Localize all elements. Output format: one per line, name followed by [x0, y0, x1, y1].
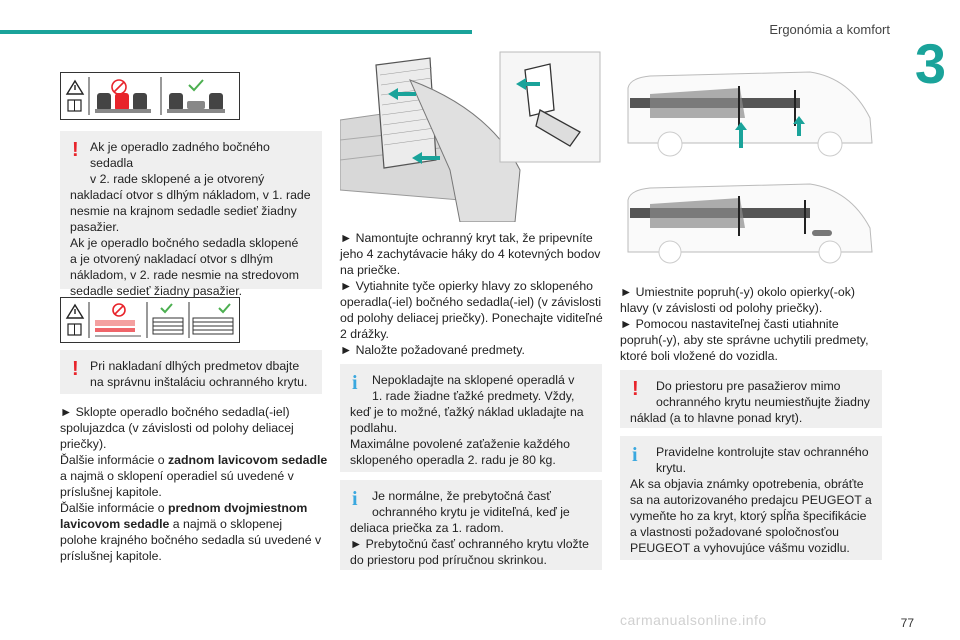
info-text-line: krytu.: [656, 461, 687, 475]
body-line: ► Naložte požadované predmety.: [340, 343, 525, 357]
up-arrow-icon: [735, 116, 805, 148]
info-text-line: ► Prebytočnú časť ochranného krytu vložt…: [350, 537, 589, 551]
body-line: hlavy (v závislosti od polohy priečky).: [620, 301, 823, 315]
load-allowed-icon-1: [152, 303, 184, 335]
info-text-line: Pravidelne kontrolujte stav ochranného: [656, 445, 869, 459]
warning-text-line: nesmie na krajnom sedadle sedieť žiadny: [70, 204, 297, 218]
load-allowed-icon-2: [192, 303, 234, 335]
info-text-line: keď je to možné, ťažký náklad ukladajte …: [350, 405, 584, 419]
info-text-line: vymeňte ho za kryt, ktorý spĺňa špecifik…: [630, 509, 867, 523]
warning-text-line: Ak je operadlo bočného sedadla sklopené: [70, 236, 299, 250]
info-icon: i: [632, 444, 638, 466]
info-text-line: sa na autorizovaného predajcu PEUGEOT a: [630, 493, 872, 507]
body-line: ► Namontujte ochranný kryt tak, že pripe…: [340, 231, 593, 245]
manual-book-icon: [67, 323, 82, 336]
manual-book-icon: [67, 99, 82, 112]
header-accent-bar: [0, 30, 472, 34]
body-line: operadla(-iel) bočného sedadla(-iel) (v …: [340, 295, 602, 309]
caution-triangle-icon: [65, 303, 85, 319]
warning-text-line: Ak je operadlo zadného bočného sedadla: [90, 140, 270, 170]
body-line: polohe krajného bočného sedadla sú uvede…: [60, 533, 322, 547]
attach-arrow-icon: [516, 78, 540, 90]
warning-text-line: v 2. rade sklopené a je otvorený: [90, 172, 265, 186]
warning-text-line: a je otvorený nakladací otvor s dlhým: [70, 252, 274, 266]
info-text-line: 1. rade žiadne ťažké predmety. Vždy,: [372, 389, 575, 403]
warning-box-long-objects: ! Pri nakladaní dlhých predmetov dbajte …: [60, 350, 322, 394]
warning-text-line: nakladací otvor s dlhým nákladom, v 1. r…: [70, 188, 311, 202]
attach-arrow-icon: [388, 88, 440, 164]
body-line: priečky).: [60, 437, 107, 451]
seat-occupancy-pictogram: [60, 72, 240, 120]
info-text-line: podlahu.: [350, 421, 398, 435]
body-line: 2 drážky.: [340, 327, 389, 341]
warning-text-line: Do priestoru pre pasažierov mimo: [656, 379, 841, 393]
warning-icon: !: [632, 378, 639, 400]
body-line: Ďalšie informácie o zadnom lavicovom sed…: [60, 453, 328, 467]
info-box-heavy-objects: i Nepokladajte na sklopené operadlá v 1.…: [340, 364, 602, 472]
info-text-line: sklopeného operadla 2. radu je 80 kg.: [350, 453, 556, 467]
watermark: carmanualsonline.info: [620, 612, 767, 628]
left-body-text: ► Sklopte operadlo bočného sedadla(-iel)…: [60, 404, 330, 564]
info-text-line: ochranného krytu je viditeľná, keď je: [372, 505, 570, 519]
info-box-excess-cover: i Je normálne, že prebytočná časť ochran…: [340, 480, 602, 570]
warning-text-line: Pri nakladaní dlhých predmetov dbajte: [90, 359, 300, 373]
warning-icon: !: [72, 358, 79, 380]
load-forbidden-icon: [95, 303, 141, 337]
vehicle-load-diagram-top: [620, 58, 882, 158]
caution-triangle-icon: [65, 79, 85, 95]
info-text-line: deliaca priečka za 1. radom.: [350, 521, 504, 535]
info-box-cover-condition: i Pravidelne kontrolujte stav ochranného…: [620, 436, 882, 560]
body-line: spolujazdca (v závislosti od polohy deli…: [60, 421, 294, 435]
warning-text-line: na správnu inštaláciu ochranného krytu.: [90, 375, 308, 389]
body-line: príslušnej kapitole.: [60, 485, 162, 499]
body-line: popruh(-y), aby ste správne uchytili pre…: [620, 333, 869, 347]
info-text-line: PEUGEOT a vyhovujúce vášmu vozidlu.: [630, 541, 850, 555]
info-text-line: a vlastnosti požadované spoločnosťou: [630, 525, 840, 539]
info-text-line: Maximálne povolené zaťaženie každého: [350, 437, 570, 451]
body-line: Ďalšie informácie o prednom dvojmiestnom: [60, 501, 308, 515]
body-line: jeho 4 zachytávacie háky do 4 kotevných …: [340, 247, 601, 261]
body-line: príslušnej kapitole.: [60, 549, 162, 563]
body-line: lavicovom sedadle a najmä o sklopenej: [60, 517, 283, 531]
info-icon: i: [352, 372, 358, 394]
warning-box-passenger-area: ! Do priestoru pre pasažierov mimo ochra…: [620, 370, 882, 428]
body-line: ► Pomocou nastaviteľnej časti utiahnite: [620, 317, 839, 331]
long-load-pictogram: [60, 297, 240, 343]
warning-text-line: náklad (a to hlavne ponad kryt).: [630, 411, 803, 425]
body-line: ► Umiestnite popruh(-y) okolo opierky(-o…: [620, 285, 855, 299]
warning-text-line: ochranného krytu neumiestňujte žiadny: [656, 395, 870, 409]
body-line: ktoré boli vložené do vozidla.: [620, 349, 778, 363]
warning-box-seat-occupancy: ! Ak je operadlo zadného bočného sedadla…: [60, 131, 322, 298]
info-text-line: Ak sa objavia známky opotrebenia, obráťt…: [630, 477, 864, 491]
warning-text-line: pasažier.: [70, 220, 120, 234]
warning-text-line: nákladom, v 2. rade nesmie na stredovom: [70, 268, 299, 282]
seat-occupied-forbidden-icon: [95, 79, 151, 113]
warning-text-line: sedadle sedieť žiadny pasažier.: [70, 284, 243, 298]
vehicle-load-diagram-bottom: [620, 172, 882, 264]
page-number: 77: [900, 616, 914, 630]
body-line: ► Vytiahnite tyče opierky hlavy zo sklop…: [340, 279, 594, 293]
right-body-text: ► Umiestnite popruh(-y) okolo opierky(-o…: [620, 284, 885, 364]
warning-icon: !: [72, 139, 79, 161]
chapter-number: 3: [914, 32, 946, 95]
body-line: od polohy deliacej priečky). Ponechajte …: [340, 311, 603, 325]
protective-cover-illustration: [339, 50, 602, 223]
info-text-line: Je normálne, že prebytočná časť: [372, 489, 551, 503]
info-text-line: Nepokladajte na sklopené operadlá v: [372, 373, 575, 387]
info-text-line: do priestoru pod príručnou skrinkou.: [350, 553, 547, 567]
body-line: a najmä o sklopení operadiel sú uvedené …: [60, 469, 294, 483]
page-section-title: Ergonómia a komfort: [769, 22, 890, 37]
body-line: ► Sklopte operadlo bočného sedadla(-iel): [60, 405, 290, 419]
body-line: na priečke.: [340, 263, 401, 277]
info-icon: i: [352, 488, 358, 510]
middle-body-text: ► Namontujte ochranný kryt tak, že pripe…: [340, 230, 605, 358]
seat-empty-allowed-icon: [167, 79, 225, 113]
